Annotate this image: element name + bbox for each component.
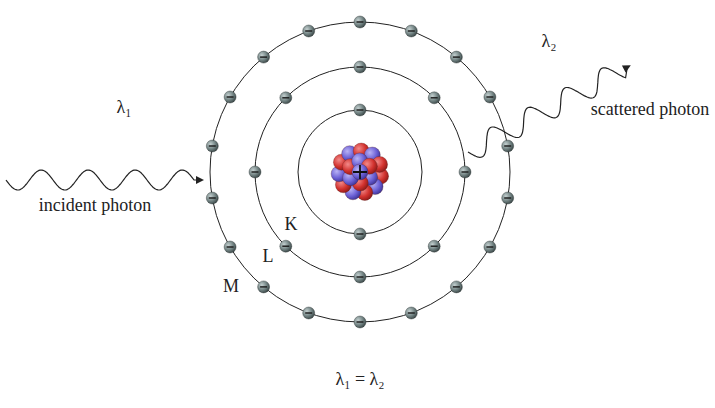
electron	[224, 91, 236, 103]
m-shell	[210, 22, 510, 322]
electron	[354, 104, 366, 116]
minus-sign	[227, 246, 234, 247]
neutron	[352, 164, 368, 180]
electron	[450, 51, 462, 63]
equation-label: λ₁ = λ₂	[335, 370, 384, 390]
electron	[258, 51, 270, 63]
electron	[354, 16, 366, 28]
minus-sign	[260, 286, 267, 287]
electron	[405, 25, 417, 37]
minus-sign	[462, 171, 469, 172]
minus-sign	[431, 245, 438, 246]
minus-sign	[252, 171, 259, 172]
minus-sign	[486, 246, 493, 247]
electron	[258, 281, 270, 293]
minus-sign	[260, 56, 267, 57]
l-shell	[255, 67, 465, 277]
minus-sign	[357, 276, 364, 277]
electron-shells	[210, 22, 510, 322]
arrowhead	[196, 176, 204, 184]
electron	[354, 228, 366, 240]
minus-sign	[282, 97, 289, 98]
electron	[502, 192, 514, 204]
minus-sign	[453, 56, 460, 57]
k-shell	[298, 110, 422, 234]
minus-sign	[209, 145, 216, 146]
minus-sign	[305, 30, 312, 31]
minus-sign	[305, 312, 312, 313]
electron	[303, 307, 315, 319]
electron	[280, 240, 292, 252]
electron	[502, 140, 514, 152]
wavelength-label: λ₂	[541, 32, 556, 52]
electron	[484, 91, 496, 103]
electron	[450, 281, 462, 293]
electron	[249, 166, 261, 178]
wavelength-label: λ₁	[116, 98, 131, 118]
electron	[206, 140, 218, 152]
electron	[303, 25, 315, 37]
minus-sign	[209, 197, 216, 198]
shell-label: K	[285, 215, 298, 235]
minus-sign	[408, 30, 415, 31]
minus-sign	[453, 286, 460, 287]
electrons	[206, 16, 513, 328]
photon-waves	[6, 65, 631, 190]
electron	[405, 307, 417, 319]
minus-sign	[227, 96, 234, 97]
electron	[428, 92, 440, 104]
photon-wave	[6, 170, 200, 190]
nucleus	[331, 143, 389, 201]
minus-sign	[504, 197, 511, 198]
minus-sign	[357, 321, 364, 322]
minus-sign	[408, 312, 415, 313]
arrowhead	[622, 65, 631, 72]
minus-sign	[357, 66, 364, 67]
minus-sign	[486, 96, 493, 97]
photon-label: scattered photon	[591, 100, 709, 120]
minus-sign	[282, 245, 289, 246]
electron	[459, 166, 471, 178]
minus-sign	[431, 97, 438, 98]
minus-sign	[504, 145, 511, 146]
shell-label: M	[223, 277, 239, 297]
electron	[484, 241, 496, 253]
electron	[354, 61, 366, 73]
photon-label: incident photon	[39, 196, 151, 216]
electron	[224, 241, 236, 253]
minus-sign	[357, 233, 364, 234]
minus-sign	[357, 21, 364, 22]
electron	[354, 271, 366, 283]
electron	[354, 316, 366, 328]
electron	[428, 240, 440, 252]
plus-sign	[353, 165, 367, 179]
electron	[206, 192, 218, 204]
shell-label: L	[263, 247, 274, 267]
electron	[280, 92, 292, 104]
minus-sign	[357, 109, 364, 110]
